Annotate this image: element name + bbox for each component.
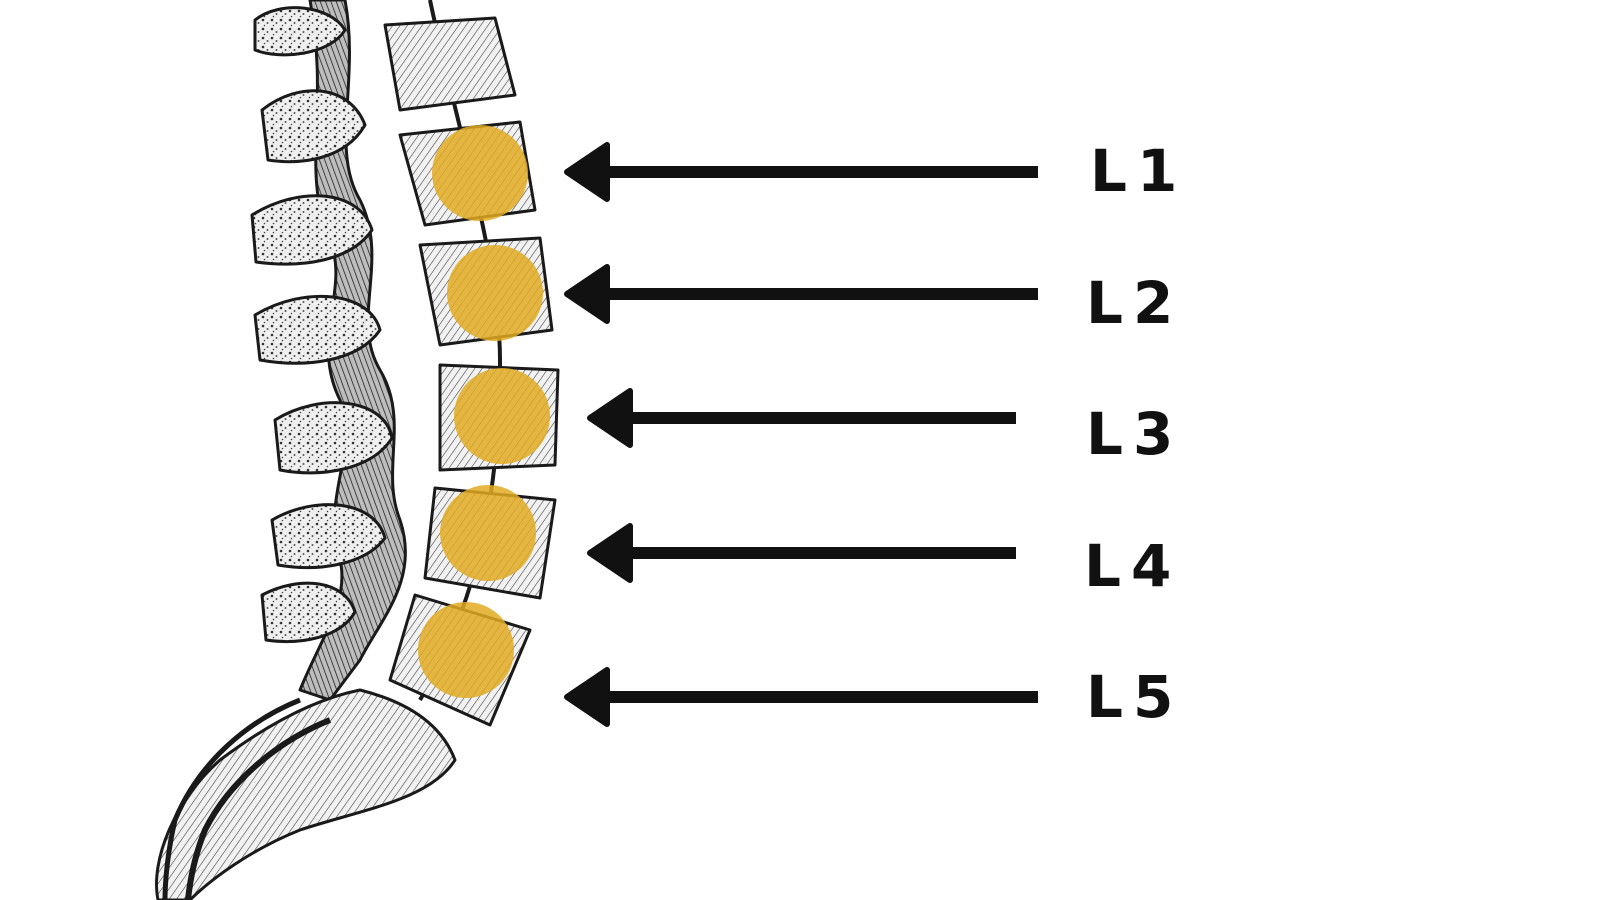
vertebra-t12 [383, 16, 517, 112]
vertebra-label-l3: L3 [1086, 400, 1184, 468]
arrow-l3 [587, 388, 1016, 448]
sacrum-back [162, 697, 301, 900]
sacrum [155, 688, 457, 900]
vertebra-label-l2: L2 [1086, 269, 1184, 337]
spinous-process-l4 [273, 401, 394, 475]
spinous-process-l2 [250, 194, 374, 266]
spinous-process-l5b [260, 581, 357, 643]
vertebra-label-l1: L1 [1090, 137, 1188, 205]
spinous-process-l5a [270, 503, 387, 570]
highlight-circle-l1 [432, 125, 528, 221]
spinal-cord-line [418, 0, 502, 702]
arrow-l2 [564, 264, 1038, 324]
highlight-circle-l4 [440, 485, 536, 581]
spinous-process-l3 [253, 294, 382, 365]
spinous-process-t12 [253, 6, 347, 57]
arrow-l5 [564, 667, 1038, 727]
highlight-circle-l3 [454, 368, 550, 464]
arrows [564, 142, 1038, 727]
arrow-l4 [587, 523, 1016, 583]
spinous-process-l1 [260, 89, 367, 164]
vertebra-label-l4: L4 [1084, 532, 1182, 600]
highlight-circle-l2 [447, 245, 543, 341]
highlights [418, 125, 550, 698]
highlight-circle-l5 [418, 602, 514, 698]
vertebra-label-l5: L5 [1086, 663, 1184, 731]
sacral-canal [185, 717, 332, 900]
arrow-l1 [564, 142, 1038, 202]
